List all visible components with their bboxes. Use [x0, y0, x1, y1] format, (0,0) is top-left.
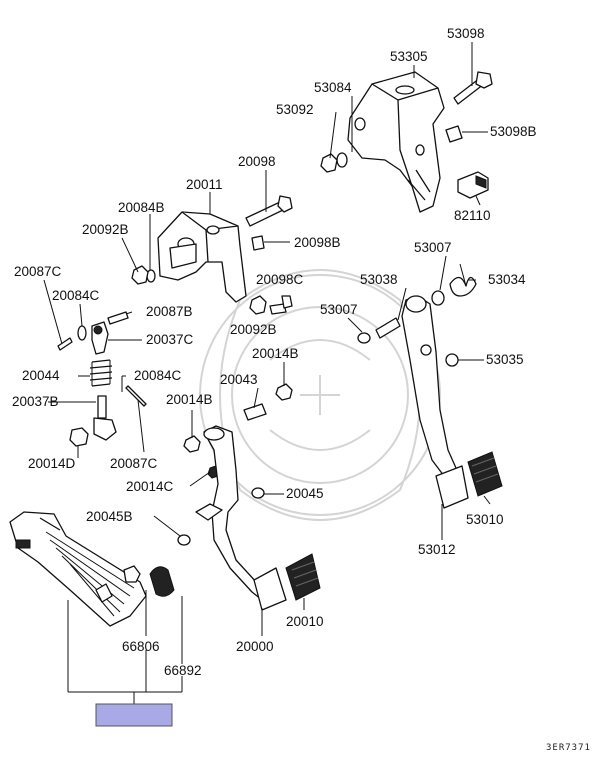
- pedal-base-20000[interactable]: [253, 567, 287, 611]
- label-20014D[interactable]: 20014D: [28, 456, 76, 471]
- rod-20037B[interactable]: [93, 395, 117, 441]
- label-20014C[interactable]: 20014C: [126, 479, 174, 494]
- label-20084B[interactable]: 20084B: [118, 200, 165, 215]
- label-20087C-top[interactable]: 20087C: [14, 264, 62, 279]
- label-53098[interactable]: 53098: [447, 26, 485, 41]
- label-20044[interactable]: 20044: [22, 368, 60, 383]
- bolt-53098[interactable]: [453, 71, 493, 105]
- bushing-20045B[interactable]: [177, 534, 191, 546]
- label-20092B-top[interactable]: 20092B: [82, 222, 129, 237]
- label-82110[interactable]: 82110: [454, 208, 491, 223]
- nut-53092[interactable]: [320, 153, 338, 173]
- label-20092B-mid[interactable]: 20092B: [230, 322, 277, 337]
- label-20043[interactable]: 20043: [220, 372, 258, 387]
- pedal-pad-53010[interactable]: [467, 451, 503, 497]
- pin-20087C-top[interactable]: [57, 337, 73, 351]
- label-20037B[interactable]: 20037B: [12, 394, 59, 409]
- bolt-20098C[interactable]: [269, 295, 293, 315]
- label-53007-top[interactable]: 53007: [414, 240, 452, 255]
- watermark-emblem: [199, 269, 441, 521]
- label-20087B[interactable]: 20087B: [146, 304, 193, 319]
- bracket-20011[interactable]: [157, 211, 247, 303]
- nut-20014B-top[interactable]: [275, 383, 293, 401]
- label-53084[interactable]: 53084: [314, 80, 352, 95]
- spring-20044[interactable]: [89, 359, 113, 387]
- label-20045[interactable]: 20045: [286, 486, 324, 501]
- pin-20043[interactable]: [243, 403, 267, 421]
- bushing-20037C[interactable]: [91, 321, 109, 355]
- label-66806[interactable]: 66806: [122, 639, 160, 654]
- label-20098B[interactable]: 20098B: [294, 235, 341, 250]
- label-66892[interactable]: 66892: [164, 663, 202, 678]
- label-20098C[interactable]: 20098C: [256, 272, 304, 287]
- bushing-20045[interactable]: [251, 487, 265, 499]
- leader-lines: [43, 42, 491, 704]
- label-53098B[interactable]: 53098B: [490, 124, 537, 139]
- part-labels: 53098 53305 53084 53092 53098B 82110 200…: [12, 26, 537, 678]
- pedal-base-53012[interactable]: [435, 465, 469, 509]
- label-53012[interactable]: 53012: [418, 542, 456, 557]
- label-20037C[interactable]: 20037C: [146, 332, 194, 347]
- label-53010[interactable]: 53010: [466, 512, 504, 527]
- pin-20087B[interactable]: [107, 311, 129, 325]
- label-20011[interactable]: 20011: [186, 177, 223, 192]
- label-53007-mid[interactable]: 53007: [320, 302, 358, 317]
- washer-53084[interactable]: [336, 152, 348, 168]
- assembly-highlight-box[interactable]: [95, 703, 173, 727]
- label-20010[interactable]: 20010: [286, 614, 324, 629]
- label-53305[interactable]: 53305: [390, 49, 428, 64]
- pedal-pad-20010[interactable]: [285, 553, 321, 601]
- label-20084C-mid[interactable]: 20084C: [134, 368, 182, 383]
- nut-20092B-top[interactable]: [131, 265, 149, 285]
- pin-53038[interactable]: [375, 317, 401, 339]
- nut-20014B-mid[interactable]: [183, 435, 201, 453]
- washer-20084C-top[interactable]: [77, 325, 87, 341]
- bushing-53007-top[interactable]: [431, 290, 445, 306]
- label-20014B-top[interactable]: 20014B: [252, 346, 299, 361]
- label-53034[interactable]: 53034: [488, 272, 526, 287]
- label-20084C-top[interactable]: 20084C: [52, 288, 100, 303]
- spring-53034[interactable]: [449, 263, 477, 297]
- bushing-53007-mid[interactable]: [357, 332, 371, 344]
- accelerator-pedal-bracket[interactable]: [9, 511, 147, 627]
- label-20014B-mid[interactable]: 20014B: [166, 392, 213, 407]
- pedal-pad-66892[interactable]: [149, 566, 175, 597]
- bolt-20098[interactable]: [245, 195, 293, 227]
- label-53038[interactable]: 53038: [360, 272, 398, 287]
- label-53092[interactable]: 53092: [276, 102, 314, 117]
- pin-20084C-mid[interactable]: [125, 385, 147, 407]
- label-20098[interactable]: 20098: [238, 154, 276, 169]
- label-20000[interactable]: 20000: [236, 639, 274, 654]
- switch-82110[interactable]: [457, 171, 489, 199]
- diagram-code: 3ER7371: [546, 743, 591, 753]
- bracket-53305[interactable]: [347, 71, 445, 213]
- pedal-arm-53012[interactable]: [401, 295, 457, 477]
- label-53035[interactable]: 53035: [486, 352, 524, 367]
- nut-20092B-mid[interactable]: [249, 295, 267, 315]
- label-20045B[interactable]: 20045B: [86, 509, 133, 524]
- bolt-20098B[interactable]: [251, 235, 265, 251]
- nut-20014D[interactable]: [69, 427, 89, 447]
- label-20087C-bottom[interactable]: 20087C: [110, 456, 158, 471]
- nut-66806[interactable]: [123, 565, 141, 583]
- bolt-53098B[interactable]: [445, 125, 470, 143]
- pedal-arm-20000[interactable]: [195, 425, 267, 601]
- bushing-53035[interactable]: [445, 353, 459, 367]
